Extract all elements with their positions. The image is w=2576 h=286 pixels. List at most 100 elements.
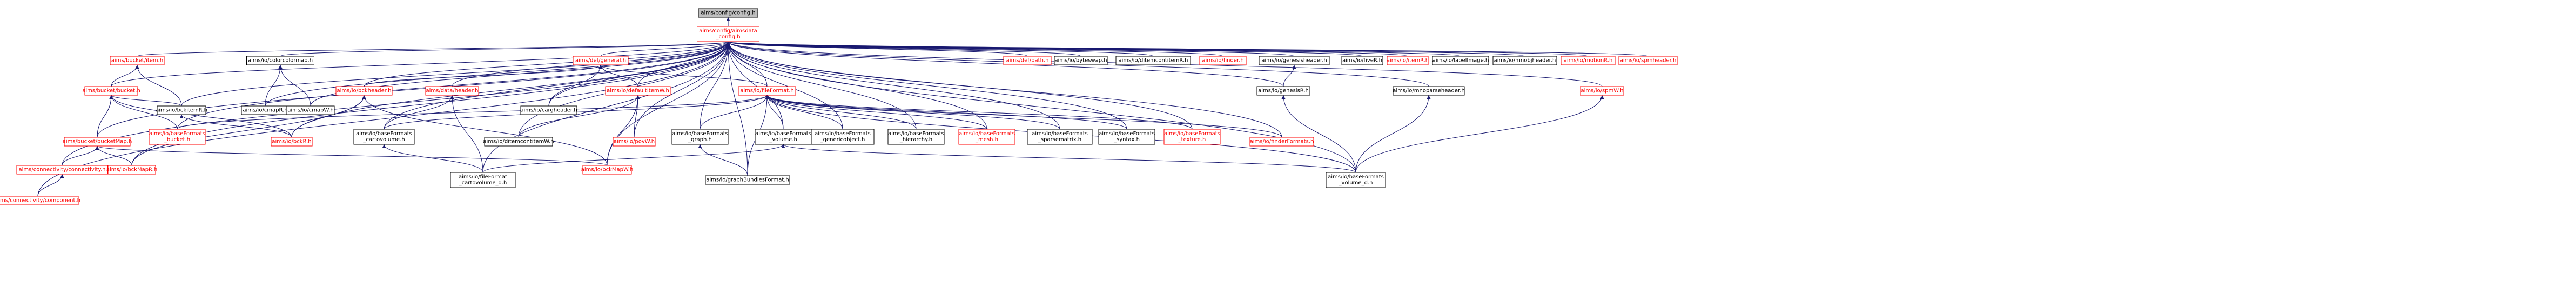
node-box[interactable] (64, 137, 131, 147)
graph-node-iocmapW[interactable]: aims/io/cmapW.h (286, 105, 335, 115)
node-box[interactable] (1115, 56, 1191, 65)
node-box[interactable] (1027, 129, 1093, 145)
graph-node-cargheader[interactable]: aims/io/cargheader.h (520, 105, 577, 115)
node-box[interactable] (16, 165, 108, 175)
graph-node-bckmapR[interactable]: aims/io/bckMapR.h (106, 165, 157, 175)
node-box[interactable] (1259, 56, 1330, 65)
node-box[interactable] (698, 8, 758, 18)
graph-node-ioditemR[interactable]: aims/io/ditemcontitemR.h (1115, 56, 1191, 65)
node-box[interactable] (425, 86, 479, 96)
node-box[interactable] (0, 196, 79, 205)
node-box[interactable] (811, 129, 875, 145)
graph-node-bformbucket[interactable]: aims/io/baseFormats_bucket.h (149, 129, 206, 145)
graph-node-spmR[interactable]: aims/io/spmW.h (1580, 86, 1624, 96)
node-box[interactable] (110, 56, 165, 65)
graph-node-finder[interactable]: aims/io/finder.h (1199, 56, 1247, 65)
node-box[interactable] (1561, 56, 1616, 65)
graph-node-colormap[interactable]: aims/io/colorcolormap.h (246, 56, 314, 65)
graph-node-graphbundles[interactable]: aims/io/graphBundlesFormat.h (705, 175, 790, 185)
node-box[interactable] (1054, 56, 1108, 65)
graph-node-ditemcontW[interactable]: aims/io/ditemcontitemW.h (483, 137, 554, 147)
node-box[interactable] (353, 129, 415, 145)
node-box[interactable] (84, 86, 138, 96)
node-box[interactable] (1003, 56, 1052, 65)
graph-node-bformsparse[interactable]: aims/io/baseFormats_sparsematrix.h (1027, 129, 1093, 145)
node-label: aims/io/baseFormats (672, 131, 728, 137)
graph-node-bckR[interactable]: aims/io/bckR.h (271, 137, 313, 147)
node-box[interactable] (1618, 56, 1678, 65)
graph-node-bformsyntax[interactable]: aims/io/baseFormats_syntax.h (1098, 129, 1155, 145)
node-box[interactable] (157, 105, 206, 115)
node-box[interactable] (1387, 56, 1429, 65)
graph-node-itemR[interactable]: aims/io/itemR.h (1387, 56, 1429, 65)
node-box[interactable] (1199, 56, 1247, 65)
node-box[interactable] (107, 165, 156, 175)
graph-node-genesisR[interactable]: aims/io/genesisR.h (1256, 86, 1310, 96)
node-box[interactable] (573, 56, 629, 65)
graph-node-motionR[interactable]: aims/io/motionR.h (1561, 56, 1616, 65)
graph-node-bformcarto[interactable]: aims/io/baseFormats_cartovolume.h (353, 129, 415, 145)
graph-node-mnparseheader[interactable]: aims/io/mnoparseheader.h (1393, 86, 1465, 96)
node-box[interactable] (1341, 56, 1383, 65)
node-box[interactable] (286, 105, 335, 115)
graph-node-defgeneral[interactable]: aims/def/general.h (573, 56, 629, 65)
graph-node-iocmapR[interactable]: aims/io/cmapR.h (241, 105, 290, 115)
graph-node-bformvold[interactable]: aims/io/baseFormats_volume_d.h (1326, 172, 1386, 188)
node-box[interactable] (738, 86, 796, 96)
graph-node-bckmapW[interactable]: aims/io/bckMapW.h (581, 165, 634, 175)
graph-node-bckitemR[interactable]: aims/io/bckitemR.h (156, 105, 207, 115)
graph-node-component[interactable]: aims/connectivity/component.h (0, 196, 80, 205)
graph-node-spmheader[interactable]: aims/io/spmheader.h (1618, 56, 1678, 65)
node-box[interactable] (1432, 56, 1489, 65)
node-box[interactable] (582, 165, 632, 175)
graph-node-aimsdata[interactable]: aims/config/aimsdata_config.h (697, 26, 759, 42)
node-box[interactable] (887, 129, 945, 145)
node-box[interactable] (335, 86, 393, 96)
graph-node-fivek[interactable]: aims/io/fiveR.h (1341, 56, 1383, 65)
graph-node-minobjheader[interactable]: aims/io/mnobjheader.h (1492, 56, 1557, 65)
node-box[interactable] (1492, 56, 1557, 65)
node-box[interactable] (1326, 172, 1386, 188)
node-box[interactable] (1256, 86, 1310, 96)
node-box[interactable] (450, 172, 516, 188)
graph-node-bformhier[interactable]: aims/io/baseFormats_hierarchy.h (887, 129, 945, 145)
graph-node-defaultitemW[interactable]: aims/io/defaultItemW.h (605, 86, 671, 96)
node-box[interactable] (958, 129, 1015, 145)
node-box[interactable] (1249, 137, 1314, 147)
node-box[interactable] (613, 137, 656, 147)
graph-node-defpath[interactable]: aims/def/path.h (1003, 56, 1052, 65)
node-box[interactable] (484, 137, 553, 147)
node-box[interactable] (605, 86, 671, 96)
node-box[interactable] (246, 56, 314, 65)
graph-node-bformtexture[interactable]: aims/io/baseFormats_texture.h (1163, 129, 1221, 145)
graph-node-bformmesh[interactable]: aims/io/baseFormats_mesh.h (958, 129, 1015, 145)
graph-node-bformgraph[interactable]: aims/io/baseFormats_graph.h (671, 129, 729, 145)
node-box[interactable] (1393, 86, 1465, 96)
graph-node-bformgeneric[interactable]: aims/io/baseFormats_genericobject.h (811, 129, 875, 145)
node-box[interactable] (520, 105, 577, 115)
node-box[interactable] (271, 137, 313, 147)
graph-node-dataheader[interactable]: aims/data/header.h (425, 86, 479, 96)
graph-node-bckheader[interactable]: aims/io/bckheader.h (335, 86, 393, 96)
graph-node-bformvolume[interactable]: aims/io/baseFormats_volume.h (755, 129, 812, 145)
graph-node-genesisheader[interactable]: aims/io/genesisheader.h (1259, 56, 1330, 65)
node-box[interactable] (671, 129, 729, 145)
graph-node-labelimage[interactable]: aims/io/labelImage.h (1432, 56, 1489, 65)
node-box[interactable] (1580, 86, 1624, 96)
graph-node-fileformat[interactable]: aims/io/fileFormat.h (738, 86, 796, 96)
graph-node-cartovold[interactable]: aims/io/fileFormat_cartovolume_d.h (450, 172, 516, 188)
graph-node-bucket[interactable]: aims/bucket/bucket.h (82, 86, 140, 96)
node-box[interactable] (1163, 129, 1221, 145)
graph-node-povW[interactable]: aims/io/povW.h (613, 137, 656, 147)
node-box[interactable] (149, 129, 206, 145)
graph-node-finderformats[interactable]: aims/io/finderFormats.h (1249, 137, 1314, 147)
graph-node-bucketitem[interactable]: aims/bucket/item.h (110, 56, 165, 65)
graph-node-connectivity[interactable]: aims/connectivity/connectivity.h (16, 165, 108, 175)
node-box[interactable] (755, 129, 812, 145)
graph-node-bucketmap[interactable]: aims/bucket/bucketMap.h (63, 137, 132, 147)
node-box[interactable] (1098, 129, 1155, 145)
graph-node-byteswap[interactable]: aims/io/byteswap.h (1054, 56, 1108, 65)
node-box[interactable] (705, 175, 790, 185)
graph-node-config[interactable]: aims/config/config.h (698, 8, 758, 18)
node-box[interactable] (697, 26, 759, 42)
